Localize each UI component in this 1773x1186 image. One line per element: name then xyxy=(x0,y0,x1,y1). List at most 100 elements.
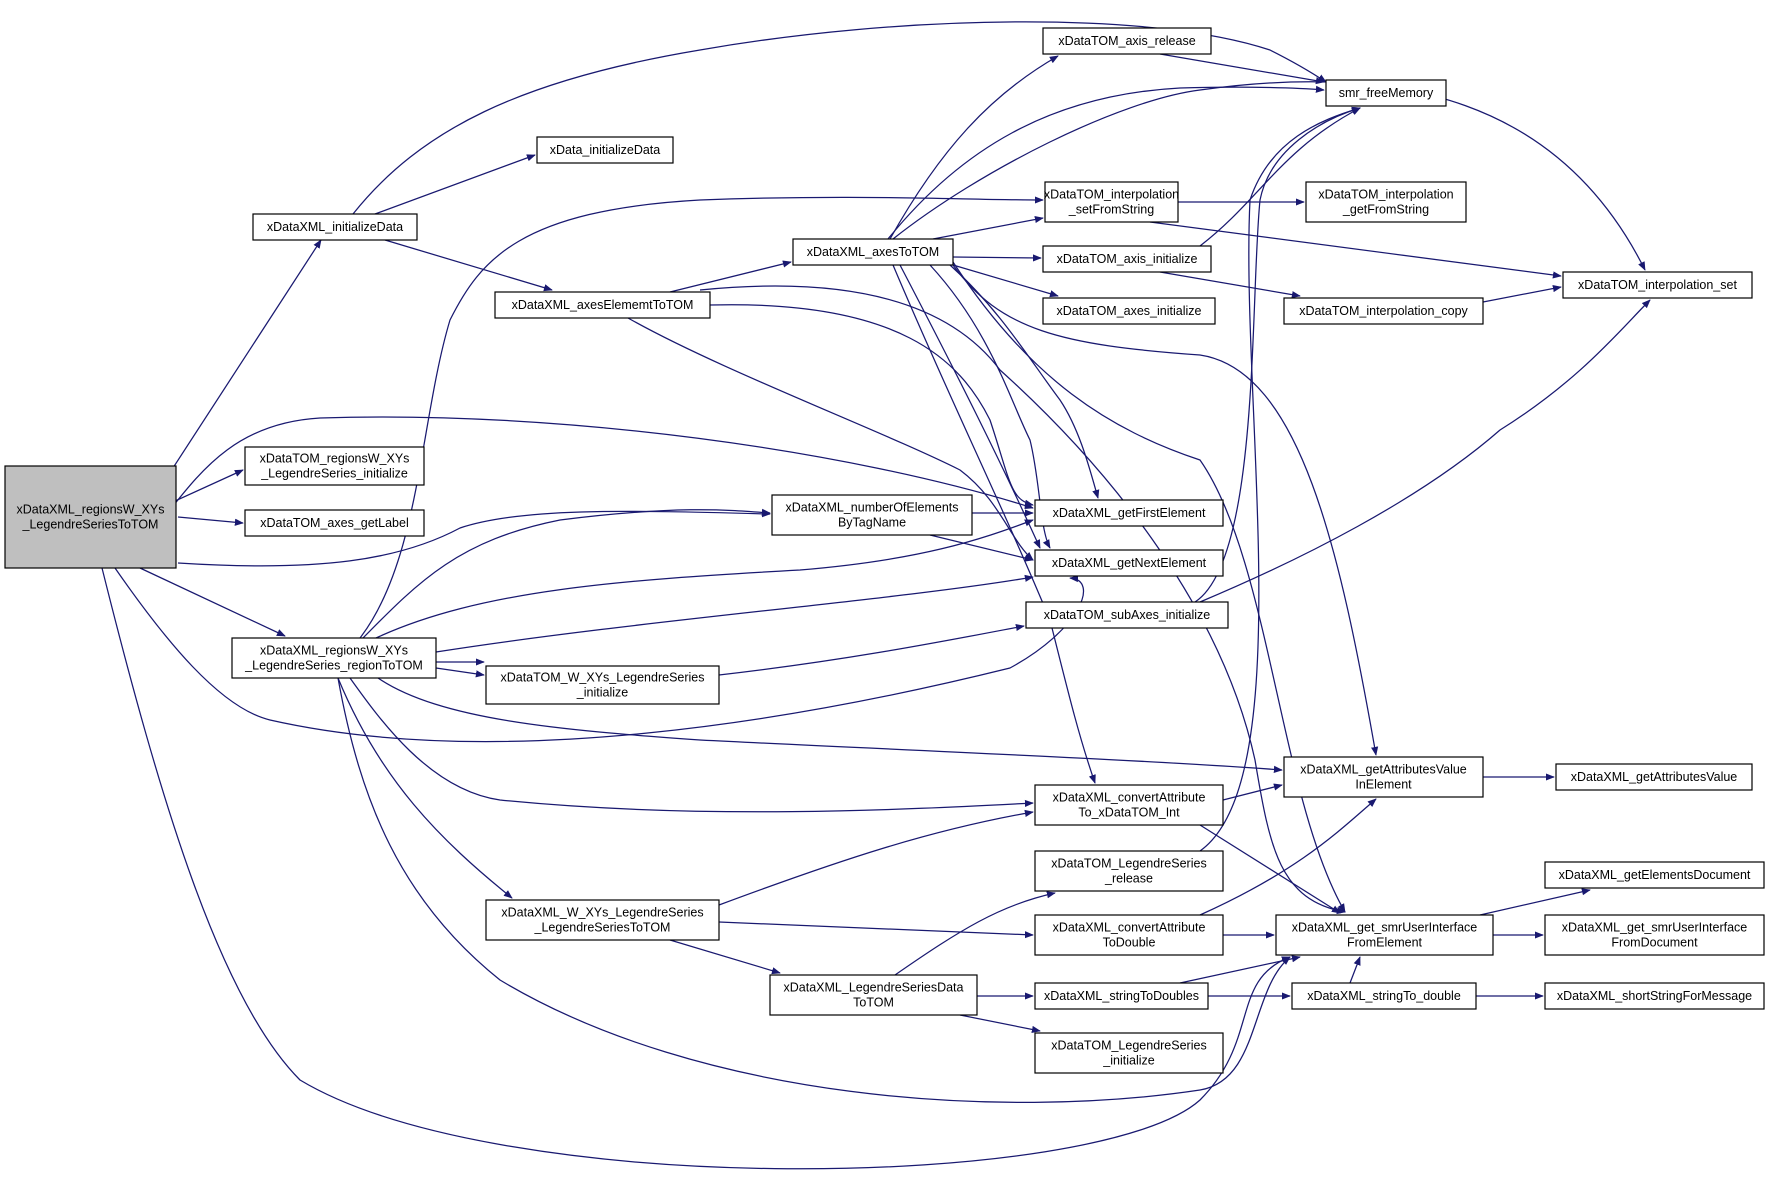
function-node-interp_getFromString[interactable]: xDataTOM_interpolation_getFromString xyxy=(1305,181,1467,223)
call-edge-xml_initializeData-to-freeMemory xyxy=(352,21,1327,215)
function-node-box xyxy=(1555,763,1753,791)
function-node-label: xDataTOM_interpolation xyxy=(1044,188,1179,202)
function-node-box xyxy=(1034,1032,1224,1074)
function-node-label: _setFromString xyxy=(1068,203,1154,217)
function-node-interp_setFromString[interactable]: xDataTOM_interpolation_setFromString xyxy=(1044,181,1179,223)
function-node-label: xDataXML_getNextElement xyxy=(1052,556,1207,570)
function-node-label: xDataXML_get_smrUserInterface xyxy=(1292,921,1478,935)
function-node-label: xDataXML_axesElememtToTOM xyxy=(512,298,694,312)
call-edge-regionToTOM-to-W_XYs_LS_ToTOM xyxy=(337,677,513,899)
function-node-LS_initialize[interactable]: xDataTOM_LegendreSeries_initialize xyxy=(1034,1032,1224,1074)
function-node-getFirstElement[interactable]: xDataXML_getFirstElement xyxy=(1034,499,1224,527)
function-node-W_XYs_LS_init[interactable]: xDataTOM_W_XYs_LegendreSeries_initialize xyxy=(485,665,720,705)
function-node-box xyxy=(1325,79,1447,107)
function-node-getAttrValue[interactable]: xDataXML_getAttributesValue xyxy=(1555,763,1753,791)
function-node-LS_release[interactable]: xDataTOM_LegendreSeries_release xyxy=(1034,850,1224,892)
function-node-freeMemory[interactable]: smr_freeMemory xyxy=(1325,79,1447,107)
call-edge-xml_initializeData-to-axesElemToTOM xyxy=(384,239,553,292)
call-edge-axis_release-to-freeMemory xyxy=(1159,53,1325,85)
function-node-interp_set[interactable]: xDataTOM_interpolation_set xyxy=(1562,271,1753,299)
function-node-stringTo_double[interactable]: xDataXML_stringTo_double xyxy=(1291,982,1477,1010)
call-edge-axesToTOM-to-getFirstElement xyxy=(949,264,1100,499)
function-node-label: xDataXML_stringTo_double xyxy=(1307,989,1461,1003)
function-node-axis_initialize[interactable]: xDataTOM_axis_initialize xyxy=(1042,245,1212,273)
function-node-label: xDataXML_regionsW_XYs xyxy=(17,503,165,517)
function-node-box xyxy=(769,974,978,1016)
function-node-getNextElement[interactable]: xDataXML_getNextElement xyxy=(1034,549,1224,577)
function-node-interp_copy[interactable]: xDataTOM_interpolation_copy xyxy=(1283,297,1484,325)
function-node-root[interactable]: xDataXML_regionsW_XYs_LegendreSeriesToTO… xyxy=(4,465,177,569)
call-edge-root-to-getNextElement xyxy=(114,567,1085,743)
function-node-box xyxy=(1034,549,1224,577)
function-node-label: xDataXML_getAttributesValue xyxy=(1571,770,1738,784)
call-edge-W_XYs_LS_ToTOM-to-convAttrInt xyxy=(718,809,1034,906)
call-edge-axesElemToTOM-to-getSmrUIFromElem xyxy=(699,285,1346,915)
function-node-label: ByTagName xyxy=(838,516,906,530)
function-node-label: xDataXML_axesToTOM xyxy=(807,245,939,259)
function-node-label: FromElement xyxy=(1347,936,1423,950)
function-node-box xyxy=(771,494,973,536)
function-node-label: xDataTOM_W_XYs_LegendreSeries xyxy=(500,671,704,685)
function-node-axes_initialize[interactable]: xDataTOM_axes_initialize xyxy=(1042,297,1216,325)
call-edge-axesToTOM-to-interp_setFromString xyxy=(932,215,1044,240)
function-node-W_XYs_LS_ToTOM[interactable]: xDataXML_W_XYs_LegendreSeries_LegendreSe… xyxy=(485,899,720,941)
function-node-label: InElement xyxy=(1355,778,1412,792)
call-edge-subAxes_init-to-interp_set xyxy=(1199,299,1651,603)
function-node-subAxes_init[interactable]: xDataTOM_subAxes_initialize xyxy=(1025,601,1229,629)
call-edge-xml_initializeData-to-data_initializeData xyxy=(374,154,536,215)
function-node-data_initializeData[interactable]: xData_initializeData xyxy=(536,136,674,164)
function-node-box xyxy=(1305,181,1467,223)
function-node-label: xDataXML_W_XYs_LegendreSeries xyxy=(501,906,703,920)
function-node-box xyxy=(792,238,954,266)
call-edge-regionToTOM-to-convAttrInt xyxy=(349,677,1034,813)
call-edge-axis_initialize-to-freeMemory xyxy=(1199,107,1361,247)
function-node-label: _LegendreSeries_initialize xyxy=(260,467,408,481)
function-node-label: xDataXML_convertAttribute xyxy=(1053,791,1206,805)
function-node-label: xDataXML_getFirstElement xyxy=(1053,506,1206,520)
call-edge-axesToTOM-to-getAttrValueInElem xyxy=(952,264,1379,756)
function-node-label: ToTOM xyxy=(853,996,894,1010)
function-node-getSmrUIFromDoc[interactable]: xDataXML_get_smrUserInterfaceFromDocumen… xyxy=(1544,914,1765,956)
function-node-label: FromDocument xyxy=(1611,936,1698,950)
function-node-box xyxy=(1544,861,1765,889)
function-node-regions_init[interactable]: xDataTOM_regionsW_XYs_LegendreSeries_ini… xyxy=(244,446,425,486)
function-node-label: xDataTOM_interpolation xyxy=(1318,188,1453,202)
function-node-axesElemToTOM[interactable]: xDataXML_axesElememtToTOM xyxy=(494,291,711,319)
function-node-xml_initializeData[interactable]: xDataXML_initializeData xyxy=(252,213,418,241)
function-node-stringToDoubles[interactable]: xDataXML_stringToDoubles xyxy=(1034,982,1209,1010)
function-node-box xyxy=(244,509,425,537)
call-edge-regionToTOM-to-getSmrUIFromElem xyxy=(337,677,1291,1103)
function-node-box xyxy=(1042,245,1212,273)
function-node-axis_release[interactable]: xDataTOM_axis_release xyxy=(1042,27,1212,55)
call-edge-regionToTOM-to-getNextElement xyxy=(435,574,1034,653)
call-edge-convAttrInt-to-getSmrUIFromElem xyxy=(1199,824,1341,914)
function-node-getElementsDocument[interactable]: xDataXML_getElementsDocument xyxy=(1544,861,1765,889)
function-node-box xyxy=(1034,914,1224,956)
call-edge-LSDataToTOM-to-LS_release xyxy=(894,891,1056,976)
function-node-axes_getLabel[interactable]: xDataTOM_axes_getLabel xyxy=(244,509,425,537)
function-node-label: _LegendreSeriesToTOM xyxy=(22,518,159,532)
call-edge-root-to-getSmrUIFromElem xyxy=(101,567,1291,1170)
function-node-box xyxy=(4,465,177,569)
call-edge-LS_release-to-freeMemory xyxy=(1199,106,1361,852)
function-node-axesToTOM[interactable]: xDataXML_axesToTOM xyxy=(792,238,954,266)
function-node-box xyxy=(494,291,711,319)
function-node-shortString[interactable]: xDataXML_shortStringForMessage xyxy=(1544,982,1765,1010)
function-node-label: xDataXML_initializeData xyxy=(267,220,403,234)
function-node-box xyxy=(252,213,418,241)
function-node-label: _LegendreSeriesToTOM xyxy=(534,921,671,935)
function-node-label: xDataTOM_axis_initialize xyxy=(1057,252,1198,266)
function-node-regionToTOM[interactable]: xDataXML_regionsW_XYs_LegendreSeries_reg… xyxy=(231,637,437,679)
function-node-box xyxy=(536,136,674,164)
function-node-label: ToDouble xyxy=(1103,936,1156,950)
function-node-label: xDataXML_get_smrUserInterface xyxy=(1562,921,1748,935)
function-node-label: smr_freeMemory xyxy=(1339,86,1434,100)
call-edge-axis_initialize-to-interp_copy xyxy=(1159,271,1301,299)
function-node-label: xDataXML_numberOfElements xyxy=(786,501,959,515)
